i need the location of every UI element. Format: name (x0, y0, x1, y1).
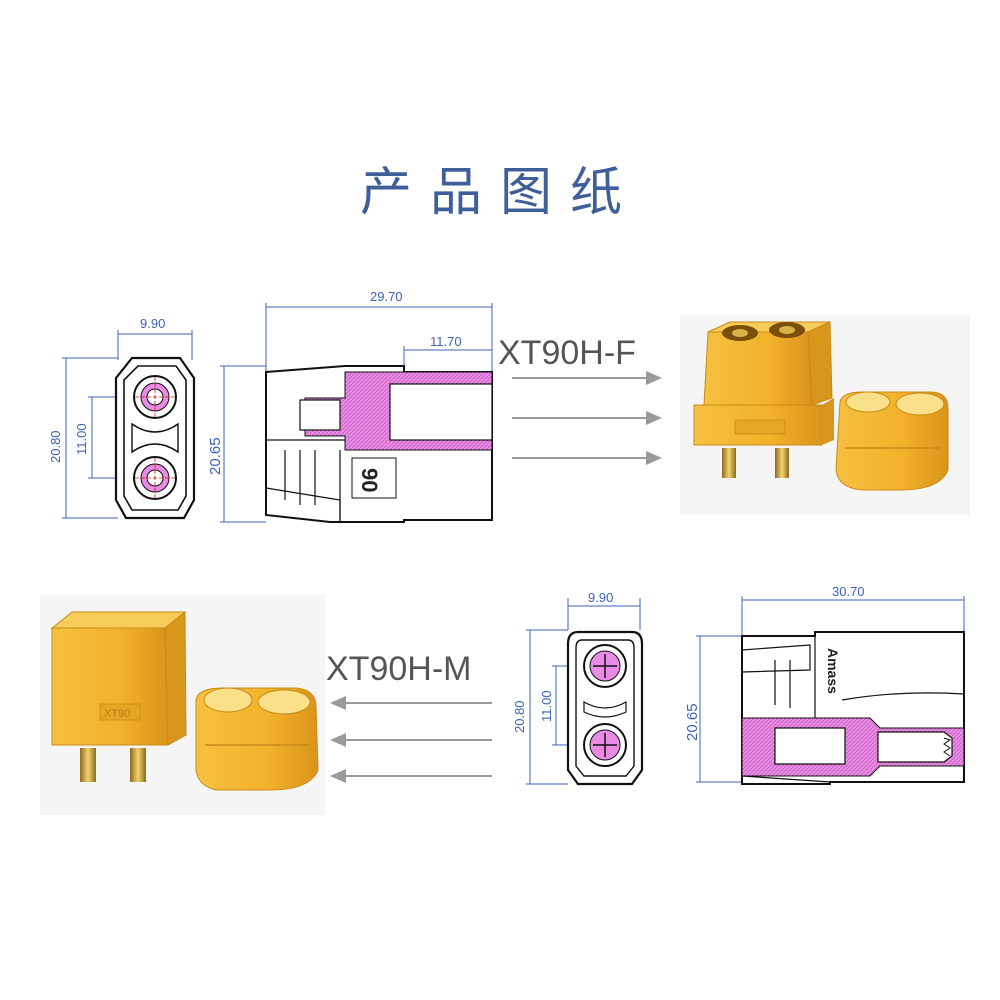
male-side-marking: Amass (825, 648, 841, 694)
page-title: 产品图纸 (359, 163, 640, 223)
male-front-width-dim: 9.90 (588, 590, 613, 605)
female-front-width-dim: 9.90 (140, 316, 165, 331)
male-front-pitch-dim: 11.00 (539, 690, 554, 722)
female-side-length-dim: 29.70 (370, 289, 403, 304)
female-product-photo (680, 315, 970, 515)
male-model-label: XT90H-M (326, 650, 471, 688)
male-side-height-dim: 20.65 (684, 703, 701, 741)
female-side-height-dim: 20.65 (207, 437, 224, 475)
female-front-height-dim: 20.80 (48, 430, 63, 463)
female-front-view: 9.90 20.80 11.00 (48, 316, 196, 520)
female-front-pitch-dim: 11.00 (74, 423, 89, 455)
male-side-view: 30.70 20.65 Amass (684, 584, 965, 785)
male-front-view: 9.90 20.80 11.00 (512, 590, 644, 786)
female-side-view: 29.70 11.70 20.65 90 (207, 289, 493, 523)
male-product-photo: XT90 (40, 595, 325, 815)
female-model-label: XT90H-F (498, 334, 636, 372)
male-front-height-dim: 20.80 (512, 700, 527, 733)
male-side-length-dim: 30.70 (832, 584, 865, 599)
female-arrows (512, 371, 662, 465)
female-side-marking: 90 (357, 468, 382, 492)
male-product-marking: XT90 (104, 708, 130, 720)
female-side-pin-dim: 11.70 (430, 334, 462, 349)
male-arrows (330, 696, 492, 783)
